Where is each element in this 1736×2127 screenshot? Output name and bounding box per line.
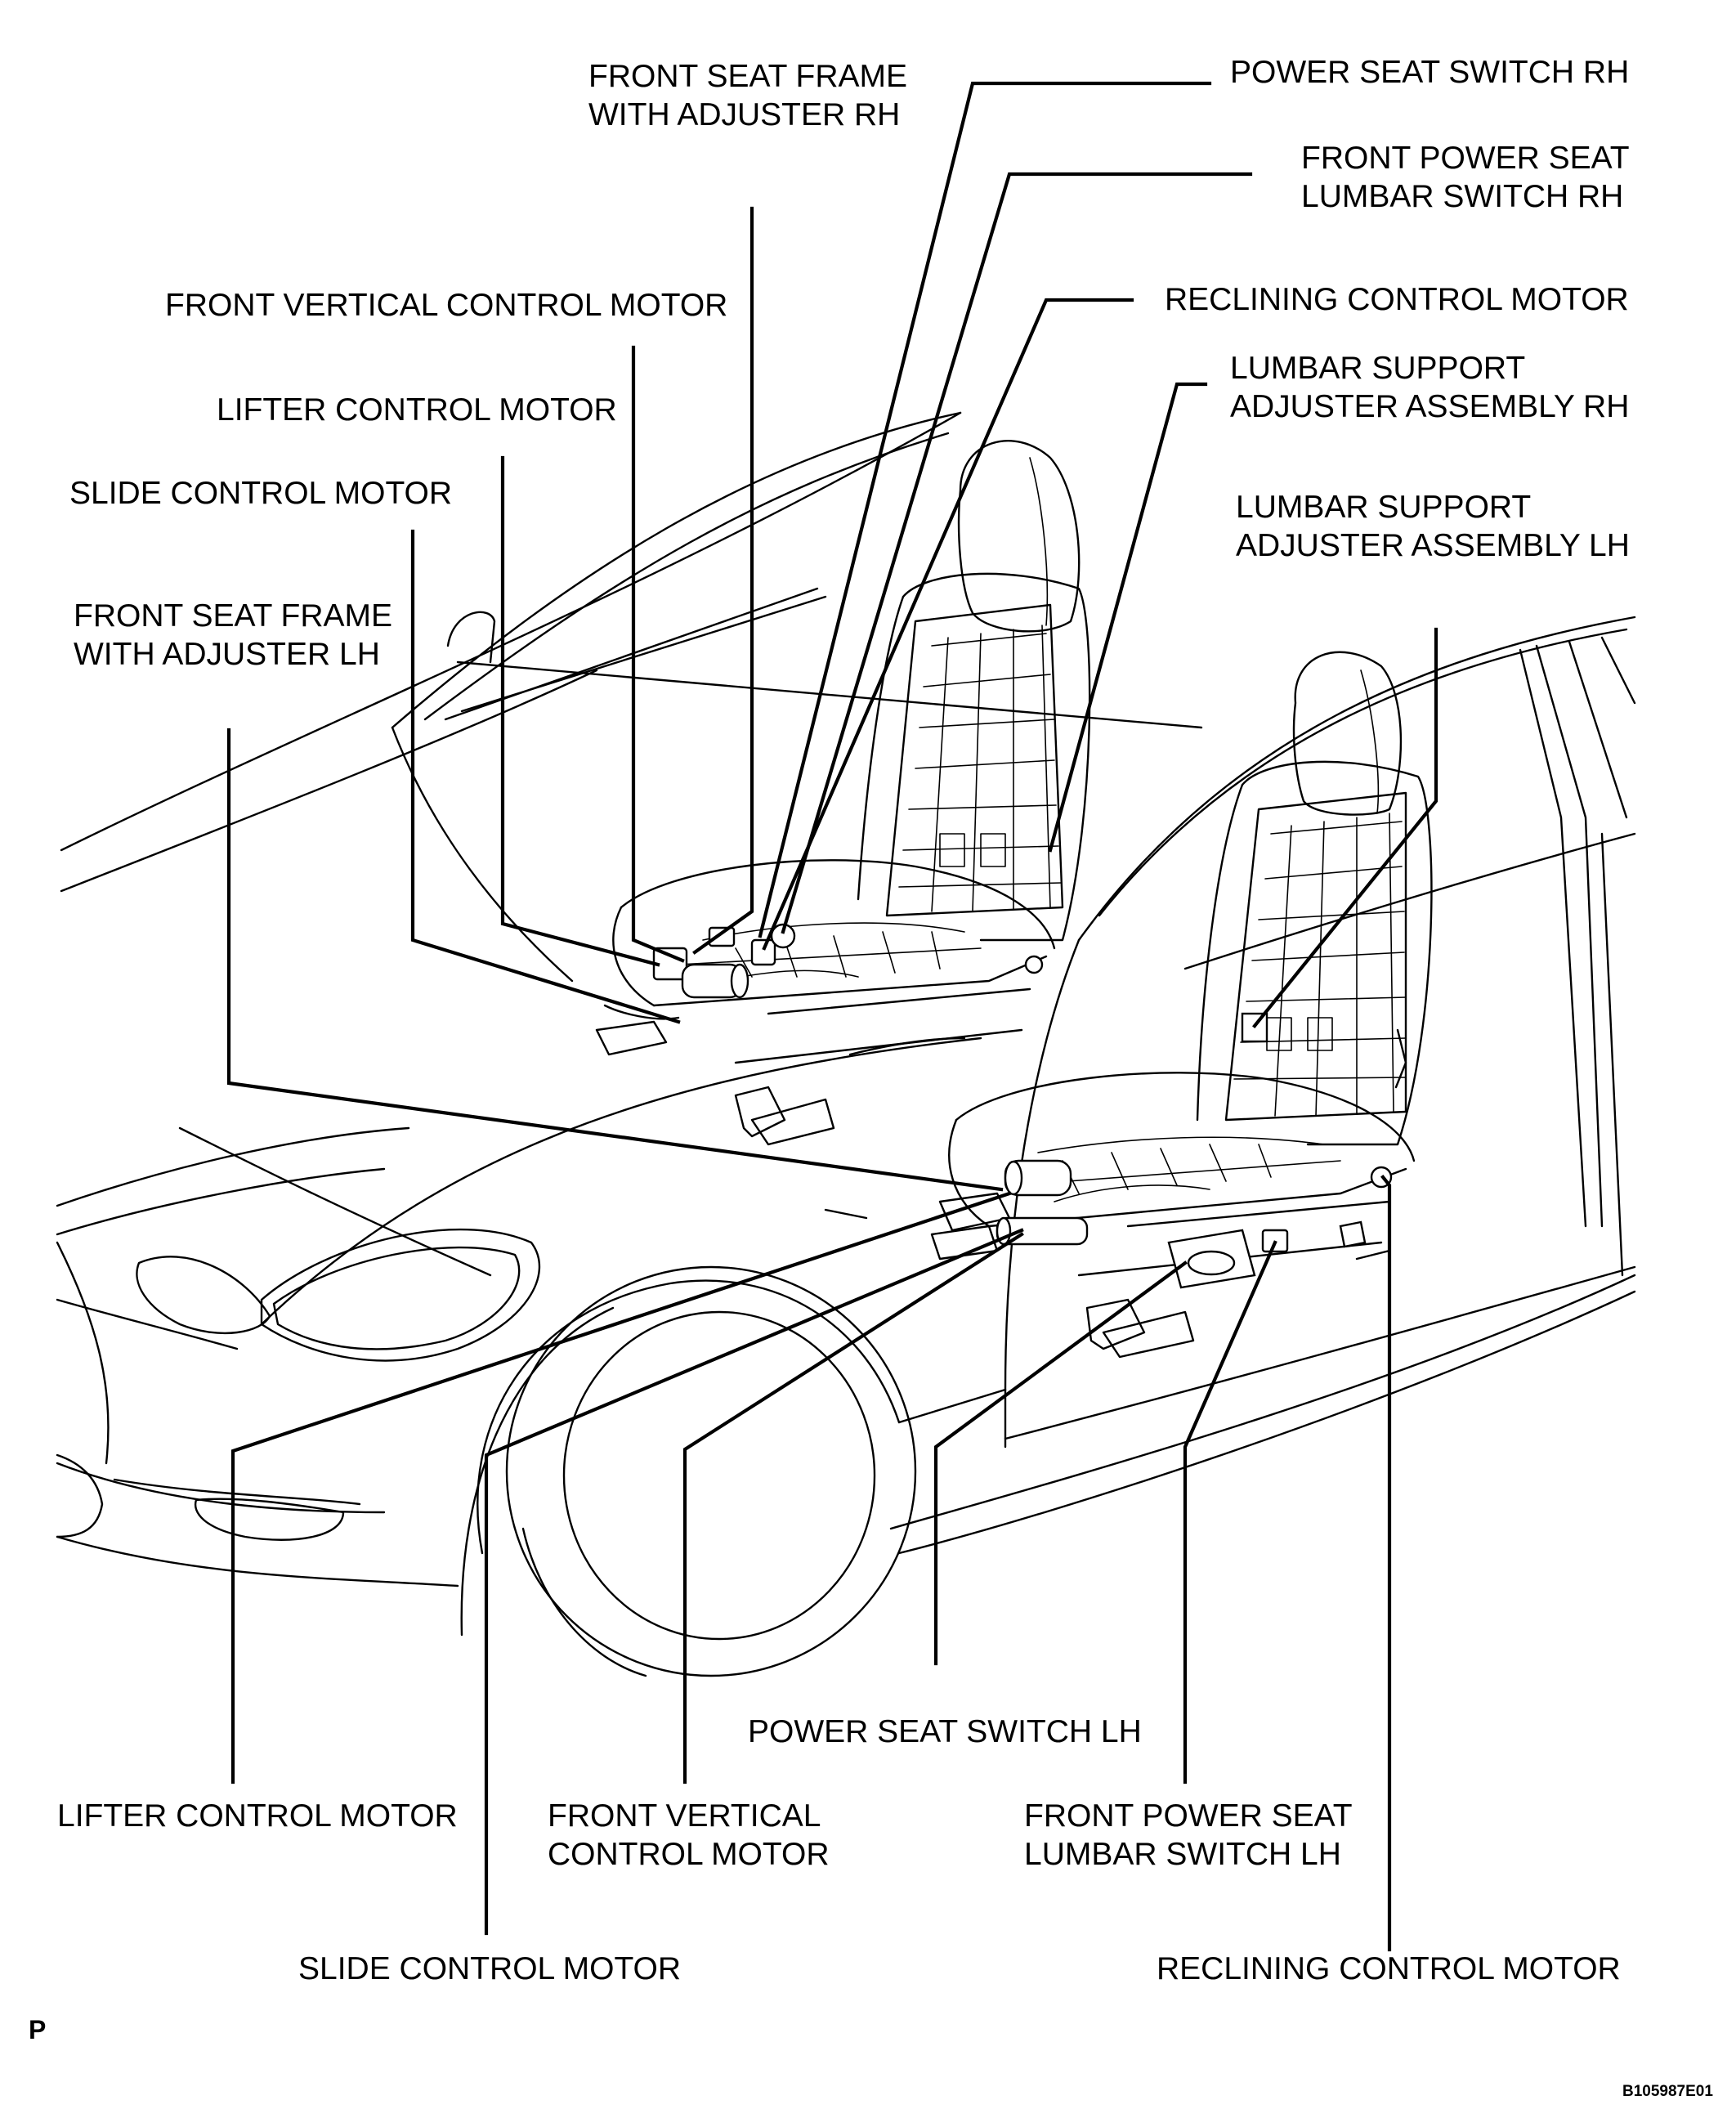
label-slide-motor-rh-line1: SLIDE CONTROL MOTOR [69,476,453,511]
label-lumbar-switch-lh-line2: LUMBAR SWITCH LH [1024,1837,1341,1872]
label-slide-motor-rh: SLIDE CONTROL MOTOR [69,474,452,513]
label-vertical-motor-lh: FRONT VERTICAL CONTROL MOTOR [548,1797,830,1874]
label-frame-lh-line1: FRONT SEAT FRAME [74,598,393,634]
label-lumbar-switch-lh: FRONT POWER SEAT LUMBAR SWITCH LH [1024,1797,1353,1874]
label-slide-motor-lh-line1: SLIDE CONTROL MOTOR [298,1951,682,1986]
leader-vertical-motor-lh [682,1232,1024,1784]
label-reclining-motor-lh-line1: RECLINING CONTROL MOTOR [1157,1951,1621,1986]
label-slide-motor-lh: SLIDE CONTROL MOTOR [298,1950,681,1988]
label-frame-lh-line2: WITH ADJUSTER LH [74,637,380,672]
car-body-outline [56,411,1636,1677]
label-reclining-motor-rh: RECLINING CONTROL MOTOR [1165,280,1629,319]
leader-slide-motor-lh [484,1228,1024,1936]
label-reclining-motor-rh-line1: RECLINING CONTROL MOTOR [1165,282,1629,317]
label-reclining-motor-lh: RECLINING CONTROL MOTOR [1157,1950,1621,1988]
label-vertical-motor-rh: FRONT VERTICAL CONTROL MOTOR [165,286,727,325]
corner-mark: P [29,2015,47,2044]
label-lifter-motor-lh-line1: LIFTER CONTROL MOTOR [57,1798,458,1834]
leader-slide-motor-rh [410,529,681,1024]
leader-frame-lh [226,728,1004,1192]
label-lifter-motor-lh: LIFTER CONTROL MOTOR [57,1797,458,1835]
label-frame-rh: FRONT SEAT FRAME WITH ADJUSTER RH [588,57,907,134]
reference-code: B105987E01 [1622,2083,1713,2100]
seat-rh [595,439,1091,1146]
seat-lh [930,651,1433,1359]
label-frame-lh: FRONT SEAT FRAME WITH ADJUSTER LH [74,597,392,674]
leader-lumbar-assy-rh [1048,382,1208,853]
label-lifter-motor-rh: LIFTER CONTROL MOTOR [217,391,617,429]
leader-lifter-motor-lh [230,1191,1012,1784]
label-lumbar-assy-rh-line1: LUMBAR SUPPORT [1230,351,1526,386]
label-power-switch-lh: POWER SEAT SWITCH LH [748,1713,1142,1751]
label-vertical-motor-lh-line2: CONTROL MOTOR [548,1837,830,1872]
label-vertical-motor-rh-line1: FRONT VERTICAL CONTROL MOTOR [165,288,728,323]
leader-frame-rh [692,206,754,955]
leader-lumbar-assy-lh [1252,627,1438,1028]
label-lumbar-assy-lh-line2: ADJUSTER ASSEMBLY LH [1236,528,1630,563]
label-lumbar-assy-rh: LUMBAR SUPPORT ADJUSTER ASSEMBLY RH [1230,349,1629,426]
label-lumbar-switch-rh-line2: LUMBAR SWITCH RH [1301,179,1624,214]
leader-lines [226,81,1438,1952]
label-frame-rh-line2: WITH ADJUSTER RH [588,97,901,132]
label-vertical-motor-lh-line1: FRONT VERTICAL [548,1798,821,1834]
label-lumbar-assy-rh-line2: ADJUSTER ASSEMBLY RH [1230,389,1630,424]
leader-power-switch-rh [758,81,1212,938]
label-power-switch-lh-line1: POWER SEAT SWITCH LH [748,1714,1142,1749]
leader-lumbar-switch-rh [781,172,1253,934]
leader-lifter-motor-rh [500,455,660,967]
label-lumbar-switch-lh-line1: FRONT POWER SEAT [1024,1798,1353,1834]
label-power-switch-rh-line1: POWER SEAT SWITCH RH [1230,55,1630,90]
leader-lumbar-switch-lh [1183,1240,1277,1784]
label-lifter-motor-rh-line1: LIFTER CONTROL MOTOR [217,392,617,428]
label-lumbar-assy-lh: LUMBAR SUPPORT ADJUSTER ASSEMBLY LH [1236,488,1630,565]
leader-power-switch-lh [933,1261,1188,1666]
label-lumbar-assy-lh-line1: LUMBAR SUPPORT [1236,490,1532,525]
leader-reclining-motor-rh [762,298,1134,951]
leader-reclining-motor-lh [1380,1175,1392,1952]
label-lumbar-switch-rh: FRONT POWER SEAT LUMBAR SWITCH RH [1301,139,1630,216]
label-lumbar-switch-rh-line1: FRONT POWER SEAT [1301,141,1630,176]
label-frame-rh-line1: FRONT SEAT FRAME [588,59,908,94]
leader-vertical-motor-rh [631,345,685,963]
label-power-switch-rh: POWER SEAT SWITCH RH [1230,53,1629,92]
